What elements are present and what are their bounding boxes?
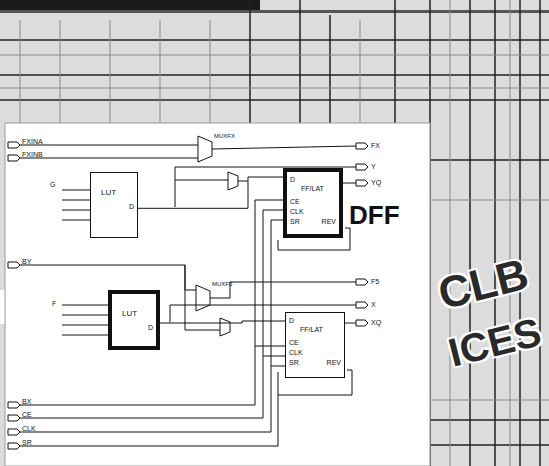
- data-wire: [160, 321, 285, 323]
- pin-text: D: [129, 203, 134, 211]
- pin-text: LUT: [101, 189, 116, 197]
- flip-flop-box: D FF/LATCE CLK SR REV: [283, 168, 343, 238]
- signal-name: DFF: [349, 202, 400, 228]
- signal-name: MUXF5: [212, 281, 232, 287]
- signal-name: Y: [371, 163, 376, 170]
- pin-text: SR: [290, 218, 300, 226]
- signal-name: G: [50, 181, 55, 188]
- pin-text: CE: [290, 198, 300, 206]
- signal-name: SR: [22, 439, 32, 446]
- pin-text: REV: [327, 359, 341, 367]
- signal-name: XQ: [371, 319, 381, 326]
- signal-name: CE: [22, 411, 32, 418]
- signal-name: YQ: [371, 179, 381, 186]
- signal-name: BX: [22, 398, 31, 405]
- signal-name: CLK: [22, 425, 36, 432]
- pin-text: D: [290, 176, 295, 184]
- pin-text: CLK: [289, 349, 303, 357]
- signal-name: FX: [371, 142, 380, 149]
- lut-box: LUT D: [90, 172, 138, 238]
- pin-text: LUT: [122, 310, 137, 318]
- flip-flop-box: D FF/LATCE CLK SR REV: [285, 312, 345, 378]
- pin-text: D: [289, 317, 294, 325]
- pin-text: CLK: [290, 208, 304, 216]
- signal-name: FXINA: [22, 138, 43, 145]
- signal-name: BY: [22, 258, 31, 265]
- pin-text: FF/LAT: [301, 185, 324, 193]
- lut-box: LUT D: [108, 290, 160, 350]
- signal-name: FXINB: [22, 151, 43, 158]
- pin-text: REV: [322, 218, 336, 226]
- pin-text: D: [148, 324, 153, 332]
- pin-text: FF/LAT: [300, 326, 323, 334]
- pin-text: SR: [289, 359, 299, 367]
- signal-name: F5: [371, 278, 379, 285]
- pin-text: CE: [289, 339, 299, 347]
- signal-name: X: [371, 301, 376, 308]
- signal-name: MUXFX: [214, 133, 235, 139]
- signal-name: F: [52, 300, 56, 307]
- data-wire: [138, 177, 283, 208]
